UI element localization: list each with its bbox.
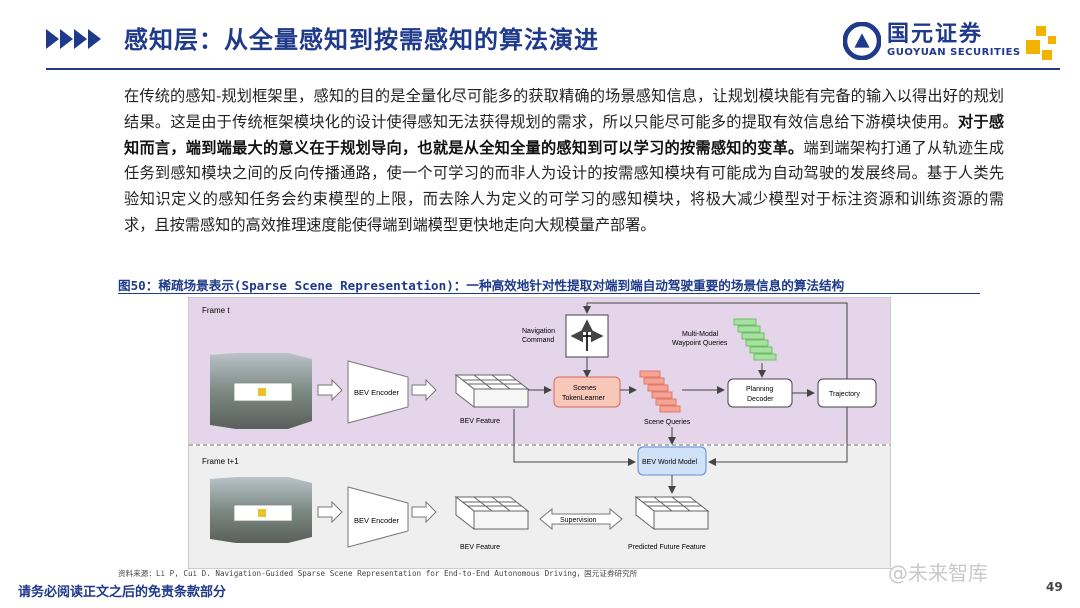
nav-command-label-2: Command: [522, 337, 554, 344]
camera-mosaic-t: [210, 353, 312, 429]
architecture-diagram: Frame t Frame t+1 BEV Encoder BEV Encode…: [188, 297, 891, 569]
bev-encoder-t1: [347, 486, 409, 548]
scenes-label-2: TokenLearner: [562, 395, 605, 402]
logo-text-cn: 国元证券: [887, 22, 984, 47]
body-text-1: 在传统的感知-规划框架里，感知的目的是全量化尽可能多的获取精确的场景感知信息，让…: [124, 87, 1004, 131]
scene-queries-label: Scene Queries: [644, 419, 691, 426]
figure-caption: 图50：稀疏场景表示(Sparse Scene Representation)：…: [118, 278, 845, 293]
frame-t-label: Frame t: [202, 306, 230, 315]
body-text-bold: 对于感知而言，端到端最大的意义在于规划导向，也就是从全知全量的感知到可以学习的按…: [124, 112, 1005, 157]
supervision-label: Supervision: [560, 517, 597, 524]
page-title: 感知层：从全量感知到按需感知的算法演进: [124, 26, 599, 54]
planning-label-1: Planning: [746, 386, 773, 393]
logo-text-en: GUOYUAN SECURITIES: [887, 47, 1021, 58]
bev-feature-t-label: BEV Feature: [460, 418, 500, 425]
company-logo: 国元证券 GUOYUAN SECURITIES: [843, 22, 1021, 60]
world-model-label: BEV World Model: [642, 459, 698, 466]
logo-decoration-icon: [1026, 26, 1056, 60]
header-chevrons-icon: [46, 29, 101, 49]
bev-encoder-t1-label: BEV Encoder: [354, 516, 400, 525]
nav-command-label-1: Navigation: [522, 328, 555, 335]
waypoint-queries-stack: [733, 318, 777, 361]
bev-feature-grid-t1: [454, 495, 530, 531]
header-divider: [46, 68, 1060, 70]
body-paragraph: 在传统的感知-规划框架里，感知的目的是全量化尽可能多的获取精确的场景感知信息，让…: [124, 84, 1004, 239]
predicted-future-grid: [634, 495, 710, 531]
bev-encoder-t-label: BEV Encoder: [354, 388, 400, 397]
page-number: 49: [1046, 580, 1063, 594]
scene-queries-stack: [639, 370, 681, 413]
bev-feature-t1-label: BEV Feature: [460, 544, 500, 551]
scenes-tokenlearner-box: [553, 376, 621, 408]
figure-caption-underline: [118, 293, 980, 294]
waypoint-queries-label-1: Multi-Modal: [682, 331, 719, 338]
camera-mosaic-t1: [210, 477, 312, 543]
figure-source: 资料来源：Li P, Cui D. Navigation-Guided Spar…: [118, 569, 638, 578]
watermark: @未来智库: [888, 561, 988, 585]
bev-encoder-t: [347, 360, 409, 424]
footer-disclaimer: 请务必阅读正文之后的免责条款部分: [18, 585, 227, 600]
waypoint-queries-label-2: Waypoint Queries: [672, 340, 728, 347]
body-text-2: 端到端架构打通了从轨迹生成任务到感知模块之间的反向传播通路，使一个可学习的而非人…: [124, 138, 1005, 234]
bev-feature-grid-t: [454, 373, 530, 409]
nav-command-box: [565, 314, 609, 358]
logo-mark-icon: [843, 22, 881, 60]
planning-label-2: Decoder: [747, 396, 774, 403]
trajectory-label: Trajectory: [829, 391, 860, 398]
frame-t1-label: Frame t+1: [202, 457, 239, 466]
predicted-future-label: Predicted Future Feature: [628, 544, 706, 551]
scenes-label-1: Scenes: [573, 385, 597, 392]
